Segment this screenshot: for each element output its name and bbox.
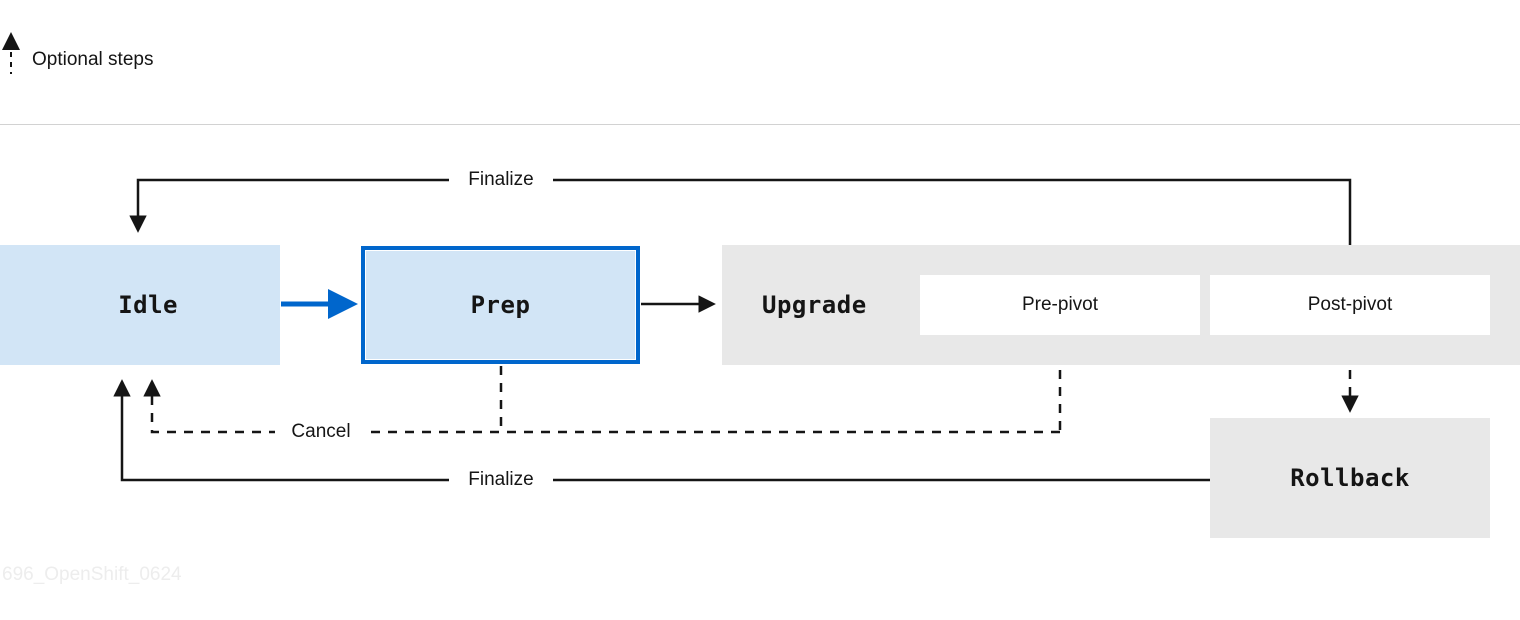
node-prep[interactable]: Prep: [361, 246, 640, 364]
watermark: 696_OpenShift_0624: [2, 564, 182, 585]
node-idle-label: Idle: [118, 291, 178, 319]
edge-label-finalize-bottom: Finalize: [449, 467, 553, 493]
edge-label-finalize-top: Finalize: [449, 167, 553, 193]
edge-finalize-top: [129, 178, 1352, 300]
node-rollback-label: Rollback: [1290, 464, 1410, 492]
header-divider: [0, 124, 1520, 125]
node-pre-pivot[interactable]: Pre-pivot: [920, 275, 1200, 335]
node-rollback[interactable]: Rollback: [1210, 418, 1490, 538]
legend-label: Optional steps: [32, 49, 154, 70]
dashed-up-arrow-icon: [0, 30, 24, 78]
node-upgrade-label: Upgrade: [762, 291, 867, 319]
edge-cancel-to-idle: [143, 379, 1060, 434]
edge-label-cancel: Cancel: [275, 419, 367, 445]
legend: Optional steps: [0, 0, 1520, 125]
node-idle[interactable]: Idle: [0, 245, 280, 365]
edge-finalize-bottom: [113, 379, 1210, 482]
node-post-pivot-label: Post-pivot: [1307, 294, 1393, 315]
node-post-pivot[interactable]: Post-pivot: [1210, 275, 1490, 335]
node-prep-label: Prep: [470, 291, 531, 319]
node-pre-pivot-label: Pre-pivot: [1021, 294, 1099, 315]
